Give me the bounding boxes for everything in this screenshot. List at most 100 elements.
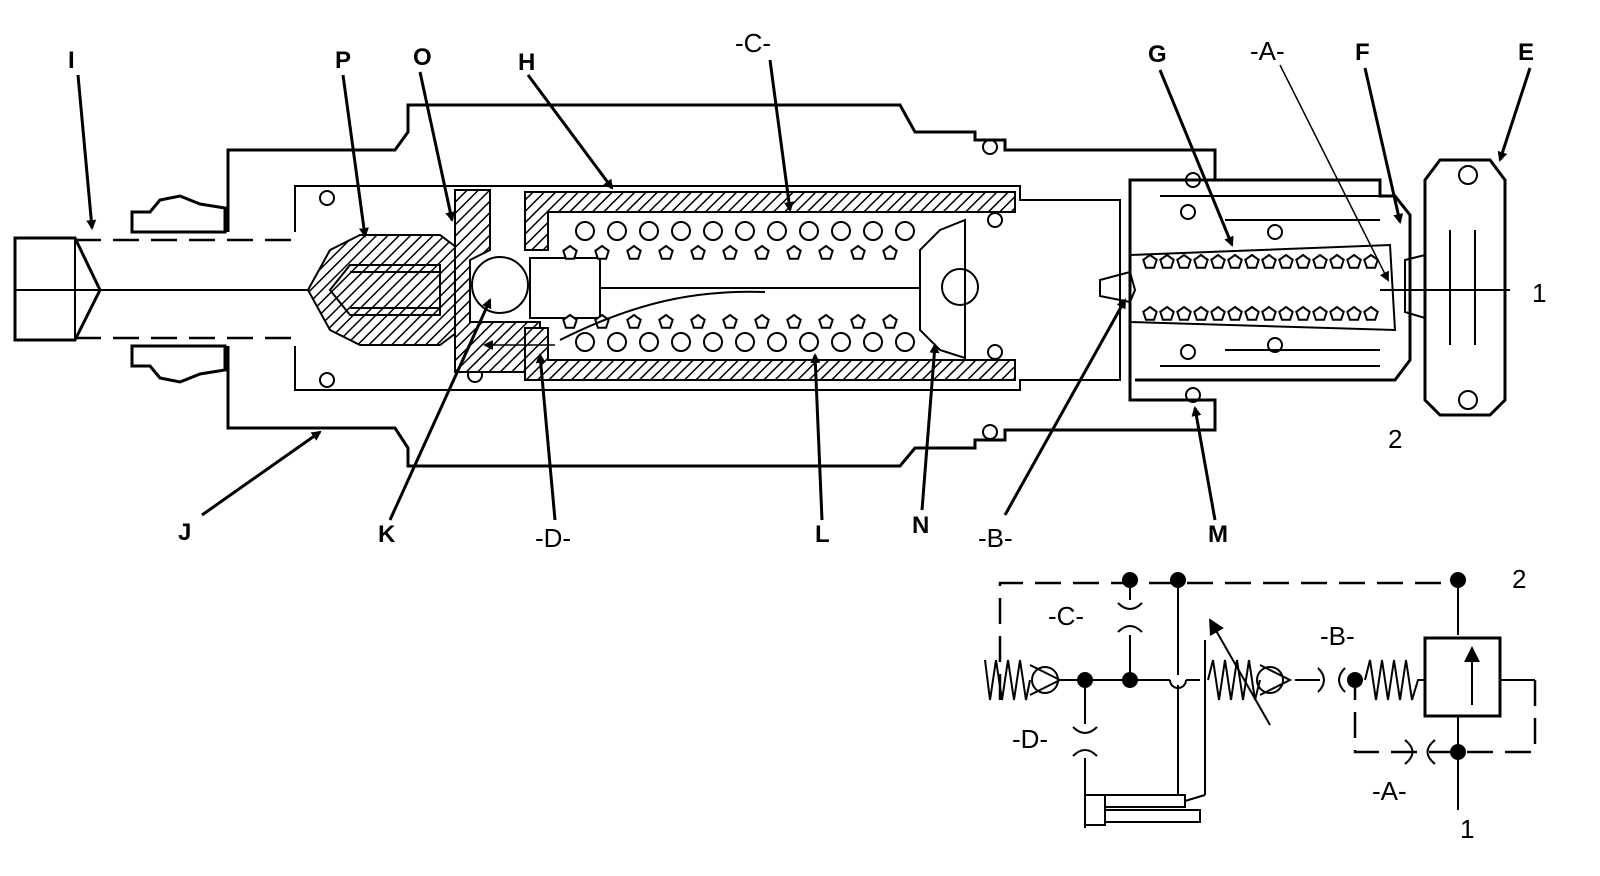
- spring-coil: [1244, 305, 1260, 321]
- spring-coil: [850, 244, 866, 260]
- valve-section-view: [13, 103, 1510, 468]
- spring-coil: [799, 332, 819, 352]
- spring-sleeve-lower: [524, 327, 1016, 381]
- spring-coil: [754, 244, 770, 260]
- spring-coil: [1295, 305, 1311, 321]
- spring-coil: [1159, 305, 1175, 321]
- spring-coil: [1210, 253, 1226, 269]
- spring-seat: [919, 218, 966, 360]
- spring-coil: [1193, 253, 1209, 269]
- spring-coil: [799, 221, 819, 241]
- spring-coil: [607, 221, 627, 241]
- spring-coil: [1278, 253, 1294, 269]
- spring-coil: [1210, 305, 1226, 321]
- label-port-1: 1: [1532, 278, 1546, 308]
- pilot-spring-symbol: [984, 659, 1031, 701]
- junction-dot: [1450, 744, 1466, 760]
- spring-coil: [863, 332, 883, 352]
- spring-coil: [767, 332, 787, 352]
- spring-coil: [767, 221, 787, 241]
- spring-coil: [607, 332, 627, 352]
- spring-coil: [575, 221, 595, 241]
- label-H: H: [518, 49, 535, 76]
- spring-coil: [831, 332, 851, 352]
- label-L: L: [815, 521, 830, 548]
- spring-coil: [818, 313, 834, 329]
- spring-coil: [626, 313, 642, 329]
- spring-coil: [722, 313, 738, 329]
- spring-coil: [1227, 253, 1243, 269]
- spring-coil: [735, 221, 755, 241]
- spring-coil: [1346, 305, 1362, 321]
- spring-coil: [1363, 253, 1379, 269]
- spring-coil: [754, 313, 770, 329]
- spring-coil: [1142, 305, 1158, 321]
- spring-coil: [1244, 253, 1260, 269]
- spring-coil: [882, 244, 898, 260]
- adjusting-screw: [13, 236, 330, 342]
- spring-coil: [735, 332, 755, 352]
- label-port-2: 2: [1388, 424, 1402, 454]
- label-F: F: [1355, 39, 1370, 66]
- spring-coil: [658, 244, 674, 260]
- spring-coil: [671, 221, 691, 241]
- spring-coil: [1227, 305, 1243, 321]
- label-B: -B-: [978, 523, 1013, 553]
- spring-coil: [594, 244, 610, 260]
- spring-coil: [639, 221, 659, 241]
- drain-block: [1084, 794, 1106, 826]
- adjustable-spring-symbol: [1207, 659, 1261, 701]
- spring-coil: [1312, 253, 1328, 269]
- schematic-label-port-2: 2: [1512, 564, 1526, 594]
- spring-coil: [690, 244, 706, 260]
- schematic-label-B: -B-: [1320, 621, 1355, 651]
- spring-coil: [1261, 305, 1277, 321]
- spring-coil: [626, 244, 642, 260]
- schematic-label-D: -D-: [1012, 724, 1048, 754]
- inner-bore: [294, 185, 1121, 391]
- spring-coil: [1329, 305, 1345, 321]
- spring-coil: [786, 244, 802, 260]
- spring-coil: [639, 332, 659, 352]
- spring-coil: [1261, 253, 1277, 269]
- spring-coil: [658, 313, 674, 329]
- main-spring: [562, 221, 915, 352]
- spring-coil: [703, 221, 723, 241]
- spring-coil: [671, 332, 691, 352]
- main-valve-symbol: [1423, 636, 1502, 718]
- spring-coil: [1329, 253, 1345, 269]
- spring-coil: [575, 332, 595, 352]
- spring-coil: [895, 221, 915, 241]
- spring-coil: [1176, 305, 1192, 321]
- label-J: J: [178, 519, 191, 546]
- spring-coil: [818, 244, 834, 260]
- schematic-label-C: -C-: [1048, 601, 1084, 631]
- label-O: O: [413, 44, 432, 71]
- end-cap: [1423, 158, 1507, 417]
- label-P: P: [335, 47, 351, 74]
- label-K: K: [378, 521, 396, 548]
- schematic-label-port-1: 1: [1460, 814, 1474, 844]
- schematic-labels: 2 -C- -B- -D- -A- 1: [1012, 564, 1526, 844]
- spring-coil: [850, 313, 866, 329]
- schematic-label-A: -A-: [1372, 776, 1407, 806]
- spring-sleeve: [524, 191, 1016, 251]
- main-spring-symbol: [1364, 659, 1425, 701]
- label-I: I: [68, 47, 75, 74]
- spring-coil: [1312, 305, 1328, 321]
- leader-arrows: [76, 59, 1532, 521]
- spool-spring: [1142, 253, 1379, 321]
- label-G: G: [1148, 41, 1167, 68]
- spring-coil: [1278, 305, 1294, 321]
- spring-coil: [1176, 253, 1192, 269]
- label-D: -D-: [535, 523, 571, 553]
- spring-coil: [831, 221, 851, 241]
- spring-coil: [1159, 253, 1175, 269]
- lock-nut: [130, 194, 227, 384]
- spring-coil: [703, 332, 723, 352]
- pilot-seat: [454, 189, 541, 373]
- junction-dot: [1122, 572, 1138, 588]
- spring-coil: [1142, 253, 1158, 269]
- pilot-ball: [471, 256, 529, 314]
